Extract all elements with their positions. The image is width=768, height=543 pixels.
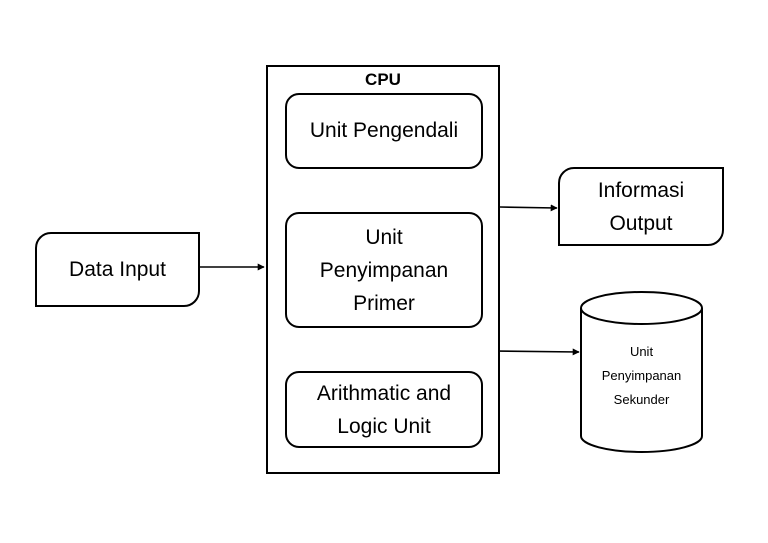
output-label-line1: Informasi bbox=[597, 178, 685, 202]
primary-storage-label-line1: Unit bbox=[365, 225, 403, 249]
secondary-storage-label-line2: Penyimpanan bbox=[601, 368, 682, 383]
control-unit-box: Unit Pengendali bbox=[285, 93, 483, 169]
primary-storage-label-line2: Penyimpanan bbox=[319, 258, 449, 282]
primary-storage-box: Unit Penyimpanan Primer bbox=[285, 212, 483, 328]
arrow-cpu-output bbox=[499, 204, 558, 212]
alu-box: Arithmatic and Logic Unit bbox=[285, 371, 483, 448]
alu-label-line1: Arithmatic and bbox=[316, 381, 452, 405]
information-output-box: Informasi Output bbox=[558, 167, 724, 246]
output-label-line2: Output bbox=[609, 211, 673, 235]
secondary-storage-label: Unit Penyimpanan Sekunder bbox=[581, 340, 702, 412]
secondary-storage-label-line1: Unit bbox=[629, 344, 654, 359]
alu-label-line2: Logic Unit bbox=[337, 414, 431, 438]
cpu-title: CPU bbox=[365, 70, 401, 89]
data-input-label: Data Input bbox=[69, 257, 166, 281]
primary-storage-label-line3: Primer bbox=[353, 291, 415, 315]
data-input-box: Data Input bbox=[35, 232, 200, 307]
secondary-storage-cylinder bbox=[580, 291, 703, 453]
secondary-storage-label-line3: Sekunder bbox=[613, 392, 670, 407]
control-unit-label: Unit Pengendali bbox=[309, 119, 459, 142]
